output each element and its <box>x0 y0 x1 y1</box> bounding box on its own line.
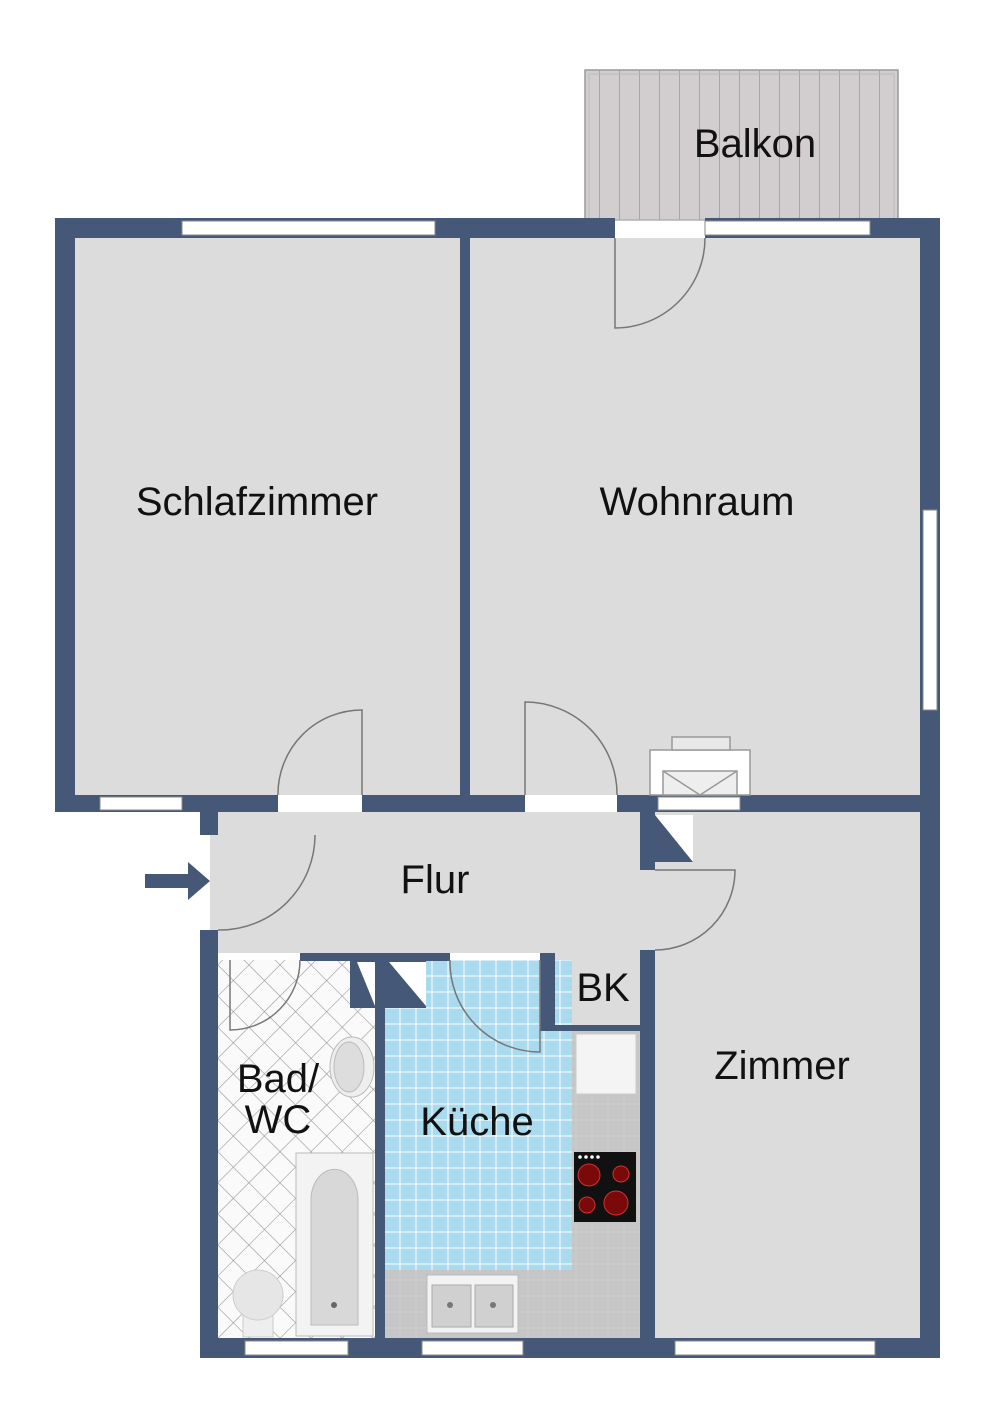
doors <box>218 237 736 1053</box>
entrance-arrow-icon <box>145 862 210 900</box>
sink-icon <box>426 1274 519 1334</box>
door-swing-icon <box>229 959 301 1031</box>
room-label-flur: Flur <box>401 858 470 902</box>
door-swing-icon <box>277 709 363 796</box>
door-swing-icon <box>654 869 736 951</box>
room-label-wohnraum: Wohnraum <box>600 480 795 524</box>
window-icon <box>421 1340 524 1356</box>
window-icon <box>704 220 871 236</box>
room-label-schlafzimmer: Schlafzimmer <box>136 480 378 524</box>
bathtub-icon <box>295 1152 374 1337</box>
balcony <box>584 69 899 221</box>
room-label-wc: WC <box>245 1098 312 1142</box>
window-icon <box>674 1340 876 1356</box>
floors <box>75 238 920 1338</box>
stove-icon <box>574 1152 636 1222</box>
window-icon <box>181 220 436 236</box>
room-label-kueche: Küche <box>420 1100 533 1144</box>
toilet-icon <box>232 1269 284 1338</box>
fridge-icon <box>575 1033 637 1095</box>
door-swing-icon <box>449 959 541 1053</box>
door-swing-icon <box>614 237 706 329</box>
room-label-bad: Bad/ <box>237 1057 320 1101</box>
window-icon <box>657 796 741 811</box>
window-icon <box>99 796 183 811</box>
door-swing-icon <box>524 701 618 796</box>
washbasin-icon <box>329 1036 375 1098</box>
door-swing-icon <box>218 834 316 931</box>
shafts <box>357 815 693 1006</box>
radiator-icon <box>649 736 751 796</box>
room-label-bk: BK <box>576 966 630 1010</box>
room-label-balkon: Balkon <box>694 122 816 166</box>
room-label-zimmer: Zimmer <box>714 1044 850 1088</box>
window-icon <box>922 509 938 711</box>
window-icon <box>244 1340 349 1356</box>
windows <box>99 220 938 1356</box>
